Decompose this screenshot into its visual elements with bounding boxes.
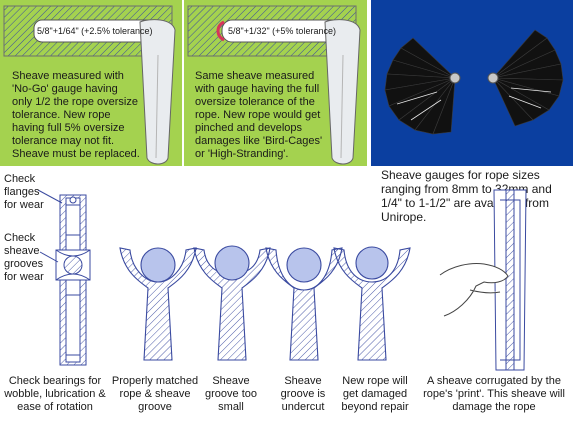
caption-undercut: Sheave groove is undercut (280, 375, 326, 413)
gauge-blade-middle (324, 19, 361, 165)
sheave-section-middle (187, 5, 357, 57)
groove-new-rope-damaged (333, 246, 411, 361)
caption-bearings: Check bearings for wobble, lubrication &… (4, 375, 106, 413)
callout-grooves: Check sheave grooves for wear (4, 232, 44, 283)
groove-properly-matched (119, 247, 197, 361)
gauge-label-left: 5/8"+1/64" (+2.5% tolerance) (37, 26, 153, 36)
corrugated-sheave (493, 189, 527, 371)
gauge-fan-illustration (384, 29, 564, 135)
flanges-callout-line (37, 189, 63, 204)
sheave-side-view (55, 194, 91, 366)
caption-properly-matched: Properly matched rope & sheave groove (111, 375, 199, 413)
caption-new-rope: New rope will get damaged beyond repair (341, 375, 409, 413)
panel-left-text: Sheave measured with 'No-Go' gauge havin… (12, 70, 140, 160)
groove-too-small (193, 245, 271, 361)
sheave-gauges-photo (371, 0, 573, 166)
hand-illustration (439, 263, 509, 317)
gauge-blade-left (139, 19, 176, 165)
caption-corrugated: A sheave corrugated by the rope's 'print… (423, 375, 565, 413)
grooves-callout-line (39, 251, 59, 263)
groove-undercut (265, 247, 343, 361)
gauge-label-middle: 5/8"+1/32" (+5% tolerance) (228, 26, 336, 36)
callout-flanges: Check flanges for wear (4, 173, 44, 211)
panel-middle-text: Same sheave measured with gauge having t… (195, 70, 323, 160)
caption-too-small: Sheave groove too small (205, 375, 257, 413)
